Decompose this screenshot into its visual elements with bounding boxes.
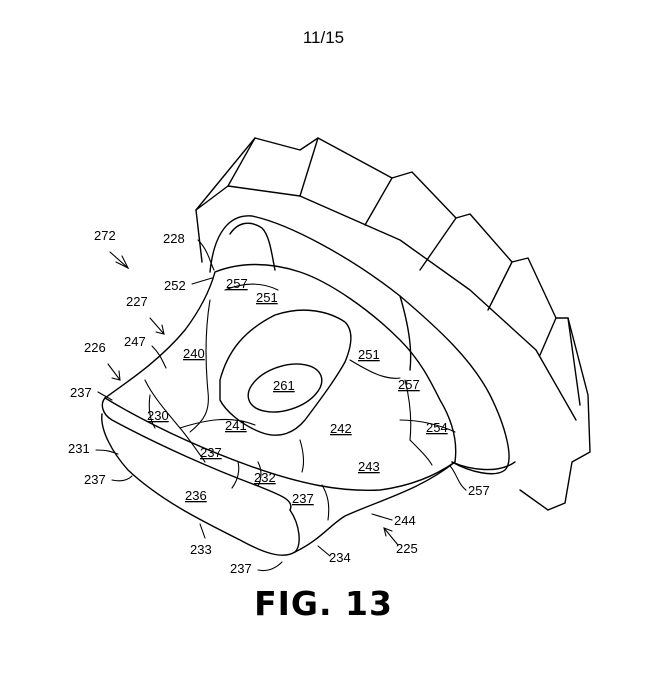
ref-225: 225: [396, 541, 418, 556]
ref-272: 272: [94, 228, 116, 243]
housing-outline: [196, 138, 590, 510]
ref-237-c: 237: [84, 472, 106, 487]
ref-247: 247: [124, 334, 146, 349]
ref-254: 254: [426, 420, 448, 435]
ref-251: 251: [256, 290, 278, 305]
ref-240: 240: [183, 346, 205, 361]
ref-257-b: 257: [398, 377, 420, 392]
ref-237-b: 237: [200, 445, 222, 460]
ref-227: 227: [126, 294, 148, 309]
ref-237-e: 237: [230, 561, 252, 576]
ref-244: 244: [394, 513, 416, 528]
ref-241: 241: [225, 418, 247, 433]
reference-numerals: 272 228 252 257 251 227 247 240 226 261 …: [68, 228, 490, 576]
ref-252: 252: [164, 278, 186, 293]
ref-231: 231: [68, 441, 90, 456]
ref-251-b: 251: [358, 347, 380, 362]
ref-228: 228: [163, 231, 185, 246]
cushion-rear-wall: [210, 216, 515, 474]
ref-237: 237: [70, 385, 92, 400]
ref-236: 236: [185, 488, 207, 503]
ref-257: 257: [226, 276, 248, 291]
ref-257-c: 257: [468, 483, 490, 498]
ref-261: 261: [273, 378, 295, 393]
ref-243: 243: [358, 459, 380, 474]
ref-226: 226: [84, 340, 106, 355]
ref-232: 232: [254, 470, 276, 485]
ref-233: 233: [190, 542, 212, 557]
figure-title: FIG. 13: [0, 584, 647, 623]
ref-237-d: 237: [292, 491, 314, 506]
ref-234: 234: [329, 550, 351, 565]
ref-242: 242: [330, 421, 352, 436]
ref-230: 230: [147, 408, 169, 423]
